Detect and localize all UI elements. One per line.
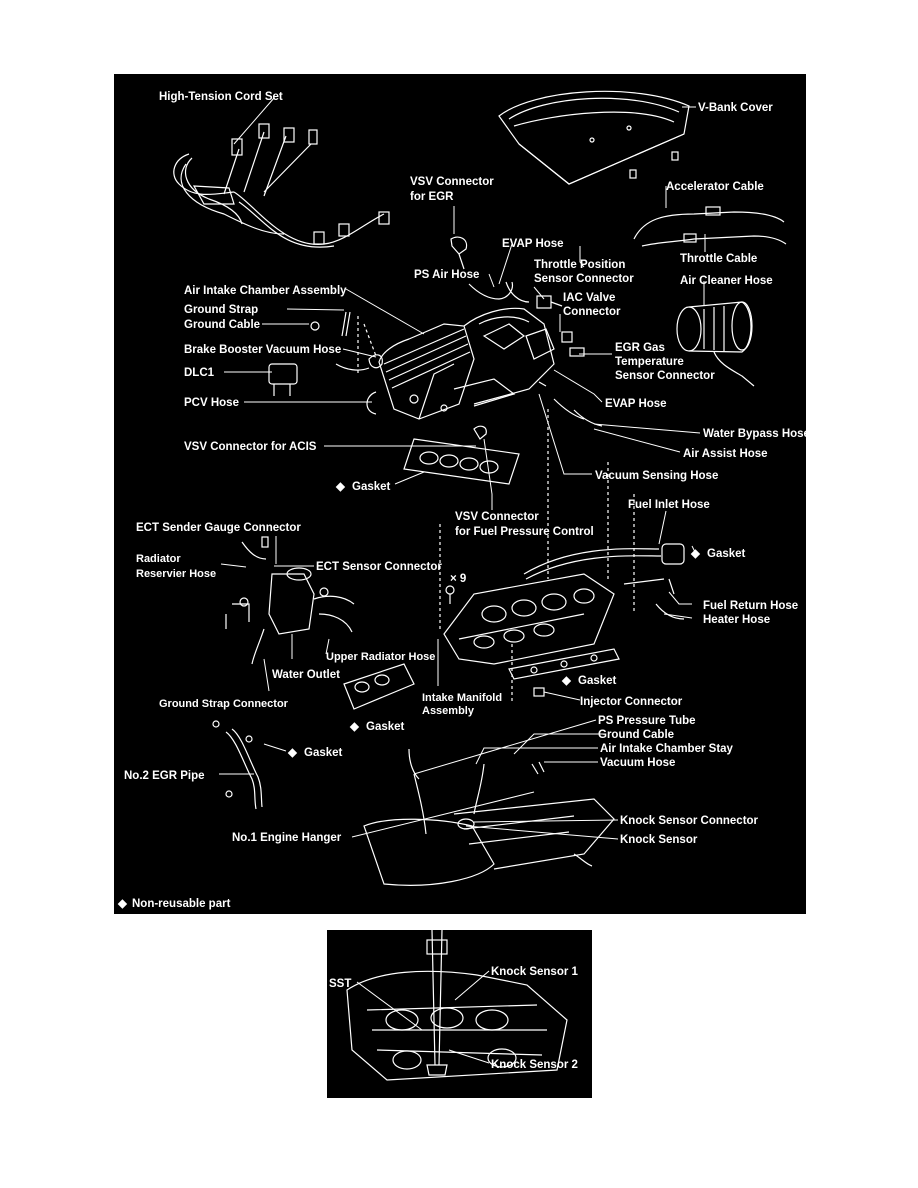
- label-gasket-upper: Gasket: [352, 481, 391, 493]
- label-egr-gas-line2: Temperature: [615, 356, 684, 368]
- dlc1-drawing: [268, 363, 298, 396]
- label-iac-valve-line1: IAC Valve: [563, 292, 615, 304]
- label-vsv-connector-egr-line2: for EGR: [410, 191, 454, 203]
- acis-connector-drawing: [473, 425, 487, 440]
- label-ect-sensor-connector: ECT Sensor Connector: [316, 561, 442, 573]
- label-gasket-egr: Gasket: [304, 747, 343, 759]
- label-air-assist-hose: Air Assist Hose: [683, 448, 768, 460]
- label-radiator-reservier-line2: Reservier Hose: [136, 568, 216, 580]
- label-vsv-connector-egr-line1: VSV Connector: [410, 176, 494, 188]
- label-heater-hose: Heater Hose: [703, 614, 770, 626]
- leader-lines: [219, 97, 706, 840]
- exploded-view-drawing: High-Tension Cord Set V-Bank Cover VSV C…: [117, 90, 806, 910]
- pcv-hose-drawing: [366, 391, 377, 415]
- label-knock-sensor: Knock Sensor: [620, 834, 698, 846]
- label-bolt-count: × 9: [450, 573, 466, 585]
- label-throttle-cable: Throttle Cable: [680, 253, 757, 265]
- label-ground-cable-lower: Ground Cable: [598, 729, 674, 741]
- manifold-gasket-right-drawing: [508, 648, 620, 680]
- egr-pipe-drawing: [212, 720, 263, 810]
- knock-sensor-inset-drawing: SST Knock Sensor 1 Knock Sensor 2: [329, 930, 579, 1081]
- label-ect-sender-gauge-connector: ECT Sender Gauge Connector: [136, 522, 301, 534]
- inset-sst-tool-drawing: [426, 930, 448, 1076]
- label-vsv-fuel-pressure-line1: VSV Connector: [455, 511, 539, 523]
- label-no2-egr-pipe: No.2 EGR Pipe: [124, 770, 205, 782]
- label-vsv-fuel-pressure-line2: for Fuel Pressure Control: [455, 526, 594, 538]
- label-air-intake-chamber-stay: Air Intake Chamber Stay: [600, 743, 734, 755]
- label-intake-manifold-line1: Intake Manifold: [422, 692, 502, 704]
- legend-diamond: ◆: [117, 898, 128, 910]
- bypass-hoses-drawing: [538, 381, 603, 427]
- part-labels: High-Tension Cord Set V-Bank Cover VSV C…: [117, 91, 806, 910]
- engine-block-drawing: [363, 748, 615, 886]
- label-evap-hose-top: EVAP Hose: [502, 238, 564, 250]
- label-throttle-position-line2: Sensor Connector: [534, 273, 634, 285]
- label-ground-strap: Ground Strap: [184, 304, 258, 316]
- gasket-egr-diamond: ◆: [287, 747, 298, 759]
- label-iac-valve-line2: Connector: [563, 306, 621, 318]
- manifold-gasket-left-drawing: [343, 663, 415, 710]
- air-intake-chamber-drawing: [368, 307, 555, 420]
- brake-booster-hose-drawing: [335, 363, 370, 371]
- label-vacuum-hose: Vacuum Hose: [600, 757, 675, 769]
- label-ps-pressure-tube: PS Pressure Tube: [598, 715, 696, 727]
- label-knock-sensor-connector: Knock Sensor Connector: [620, 815, 759, 827]
- label-air-intake-chamber-assembly: Air Intake Chamber Assembly: [184, 285, 347, 297]
- label-ps-air-hose: PS Air Hose: [414, 269, 479, 281]
- label-gasket-fuel: Gasket: [707, 548, 746, 560]
- label-pcv-hose: PCV Hose: [184, 397, 239, 409]
- label-fuel-return-hose: Fuel Return Hose: [703, 600, 798, 612]
- label-injector-connector: Injector Connector: [580, 696, 683, 708]
- gasket-manifold-left-diamond: ◆: [349, 721, 360, 733]
- label-brake-booster-vacuum-hose: Brake Booster Vacuum Hose: [184, 344, 341, 356]
- gasket-manifold-right-diamond: ◆: [561, 675, 572, 687]
- label-egr-gas-line3: Sensor Connector: [615, 370, 715, 382]
- label-gasket-manifold-left: Gasket: [366, 721, 405, 733]
- tps-connector-drawing: [536, 295, 573, 343]
- label-intake-manifold-line2: Assembly: [422, 705, 475, 717]
- gasket-upper-diamond: ◆: [335, 481, 346, 493]
- label-water-outlet: Water Outlet: [272, 669, 340, 681]
- inset-engine-drawing: [346, 970, 568, 1081]
- gasket-fuel-diamond: ◆: [690, 548, 701, 560]
- inset-labels: SST Knock Sensor 1 Knock Sensor 2: [329, 966, 579, 1071]
- water-outlet-drawing: [225, 536, 355, 665]
- label-knock-sensor-2: Knock Sensor 2: [491, 1059, 578, 1071]
- label-gasket-manifold-right: Gasket: [578, 675, 617, 687]
- label-upper-radiator-hose: Upper Radiator Hose: [326, 651, 435, 663]
- label-throttle-position-line1: Throttle Position: [534, 259, 625, 271]
- accelerator-cable-drawing: [633, 206, 787, 247]
- label-knock-sensor-1: Knock Sensor 1: [491, 966, 579, 978]
- label-ground-cable: Ground Cable: [184, 319, 260, 331]
- injector-connector-drawing: [533, 687, 545, 697]
- assembly-guide-lines: [357, 316, 635, 704]
- label-ground-strap-connector: Ground Strap Connector: [159, 698, 289, 710]
- label-no1-engine-hanger: No.1 Engine Hanger: [232, 832, 342, 844]
- label-vacuum-sensing-hose: Vacuum Sensing Hose: [595, 470, 718, 482]
- ps-air-hose-drawing: [468, 281, 530, 303]
- label-egr-gas-line1: EGR Gas: [615, 342, 665, 354]
- intake-manifold-drawing: [443, 543, 685, 665]
- air-cleaner-hose-drawing: [676, 301, 755, 387]
- label-dlc1: DLC1: [184, 367, 215, 379]
- label-fuel-inlet-hose: Fuel Inlet Hose: [628, 499, 710, 511]
- knock-sensor-inset-diagram: SST Knock Sensor 1 Knock Sensor 2: [327, 930, 592, 1098]
- vsv-egr-connector-drawing: [450, 236, 468, 270]
- high-tension-cord-set-drawing: [173, 123, 390, 248]
- egr-temp-sensor-drawing: [569, 347, 585, 357]
- exploded-view-diagram: High-Tension Cord Set V-Bank Cover VSV C…: [114, 74, 806, 914]
- ground-strap-drawing: [310, 311, 351, 337]
- label-v-bank-cover: V-Bank Cover: [698, 102, 773, 114]
- label-sst: SST: [329, 978, 351, 990]
- label-accelerator-cable: Accelerator Cable: [666, 181, 764, 193]
- inset-leader-lines: [356, 970, 490, 1064]
- label-water-bypass-hose: Water Bypass Hose: [703, 428, 806, 440]
- v-bank-cover-drawing: [498, 90, 690, 185]
- label-high-tension-cord-set: High-Tension Cord Set: [159, 91, 283, 103]
- label-air-cleaner-hose: Air Cleaner Hose: [680, 275, 773, 287]
- label-radiator-reservier-line1: Radiator: [136, 553, 181, 565]
- label-vsv-connector-acis: VSV Connector for ACIS: [184, 441, 317, 453]
- legend-non-reusable-part: Non-reusable part: [132, 898, 231, 910]
- label-evap-hose-right: EVAP Hose: [605, 398, 667, 410]
